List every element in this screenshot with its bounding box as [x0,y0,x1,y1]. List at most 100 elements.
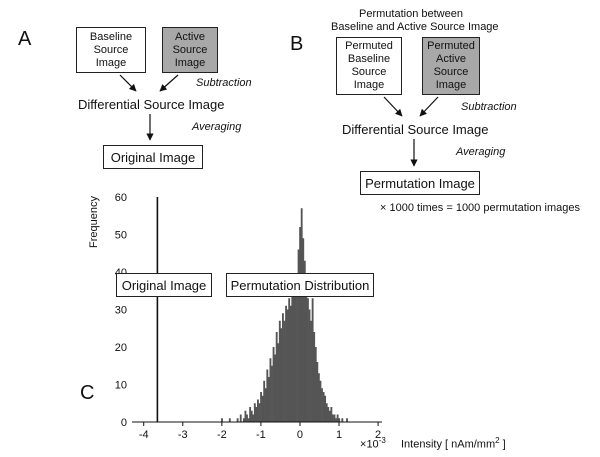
x-tick-label: -3 [178,429,188,441]
y-tick-label: 50 [115,230,127,242]
x-tick-label: -1 [256,429,266,441]
histogram-bar [263,380,266,422]
histogram-bar [274,354,277,422]
histogram-bar [282,313,284,422]
histogram-bar [294,279,297,422]
arrow-a-baseline [119,74,137,92]
histogram-bar [239,414,242,422]
histogram-bar [277,343,280,422]
histogram-bar [249,407,252,422]
y-tick-label: 30 [115,305,127,317]
histogram-bar [286,309,289,422]
histogram-bar [346,418,348,422]
histogram-bar [221,418,223,422]
histogram-bar [288,298,291,422]
panel-a-letter: A [18,28,32,50]
histogram-bar [278,320,281,422]
histogram-bar [255,407,258,422]
histogram-bar [311,298,314,422]
histogram-bar [307,298,309,422]
y-tick-label: 20 [115,342,127,354]
histogram-bar [330,407,333,422]
histogram-bar [333,414,336,422]
histogram-bar [271,365,273,422]
histogram-bar [289,305,292,422]
panel-b-letter: B [290,33,304,55]
y-tick-label: 0 [121,417,127,429]
arrow-b-baseline [383,96,403,117]
panel-c-letter: C [80,382,95,404]
histogram-bar [285,305,287,422]
histogram-bar [322,392,325,422]
histogram-bar [272,347,275,422]
histogram-bar [247,418,250,422]
histogram-bar [299,227,302,422]
panel-b-averaging-label: Averaging [456,146,506,158]
x-tick-label: -2 [217,429,227,441]
permutation-times-note: × 1000 times = 1000 permutation images [380,202,580,214]
x-tick-label: 2 [375,429,381,441]
x-tick-label: -4 [139,429,149,441]
permuted-baseline-box: Permuted Baseline Source Image [336,37,402,95]
histogram-bar [310,320,312,422]
histogram-bar [250,410,253,422]
histogram-bar [292,294,295,422]
permutation-distribution-label-box: Permutation Distribution [226,273,374,297]
histogram-bar [313,332,316,422]
histogram-bar [319,380,322,422]
histogram-bar [264,388,267,422]
histogram-bar [328,410,331,422]
original-image-label-box: Original Image [116,273,212,297]
histogram-bar [324,395,327,422]
histogram-bar [291,287,294,422]
histogram-bar [308,309,311,422]
histogram-bar [246,414,248,422]
histogram-bar [261,395,264,422]
histogram-bar [267,377,270,422]
histogram-bar [228,418,231,422]
histogram-bar [336,414,339,422]
histogram-bar [283,320,286,422]
arrow-b-active [419,96,439,117]
histogram-bar [317,373,320,422]
original-image-box: Original Image [103,145,203,169]
histogram-bar [300,208,303,422]
histogram-bar [244,410,247,422]
baseline-source-image-box: Baseline Source Image [76,27,146,73]
panel-b-subtraction-label: Subtraction [461,101,517,113]
histogram-bar [314,347,317,422]
permutation-image-box: Permutation Image [360,171,480,195]
histogram-bar [321,388,323,422]
permuted-active-box: Permuted Active Source Image [422,37,480,95]
histogram-bar [257,399,259,422]
histogram-bar [258,403,261,422]
panel-a-subtraction-label: Subtraction [196,77,252,89]
histogram-bar [305,279,308,422]
histogram-bar [269,358,272,422]
histogram-bar [303,260,306,422]
active-source-image-box: Active Source Image [162,27,218,73]
histogram-bar [341,418,344,422]
histogram-bar [332,414,334,422]
histogram-bar [338,418,341,422]
histogram-bar [325,403,328,422]
permutation-title-line1: Permutation between [359,8,463,20]
histogram-bar [297,249,300,422]
histogram-bar [327,407,330,422]
histogram-bar [302,238,305,422]
histogram-bar [280,328,283,422]
panel-a-averaging-label: Averaging [192,121,242,133]
histogram-bar [260,392,262,422]
panel-b-differential-label: Differential Source Image [342,122,489,137]
histogram-bar [335,418,337,422]
x-scale-factor: ×10-3 [360,436,386,451]
arrow-a-active [159,74,179,92]
x-tick-label: 0 [297,429,303,441]
histogram-bar [252,414,255,422]
panel-a-differential-label: Differential Source Image [78,97,225,112]
histogram-bar [275,332,278,422]
histogram-bar [242,418,245,422]
y-tick-label: 10 [115,380,127,392]
permutation-title-line2: Baseline and Active Source Image [331,21,499,33]
